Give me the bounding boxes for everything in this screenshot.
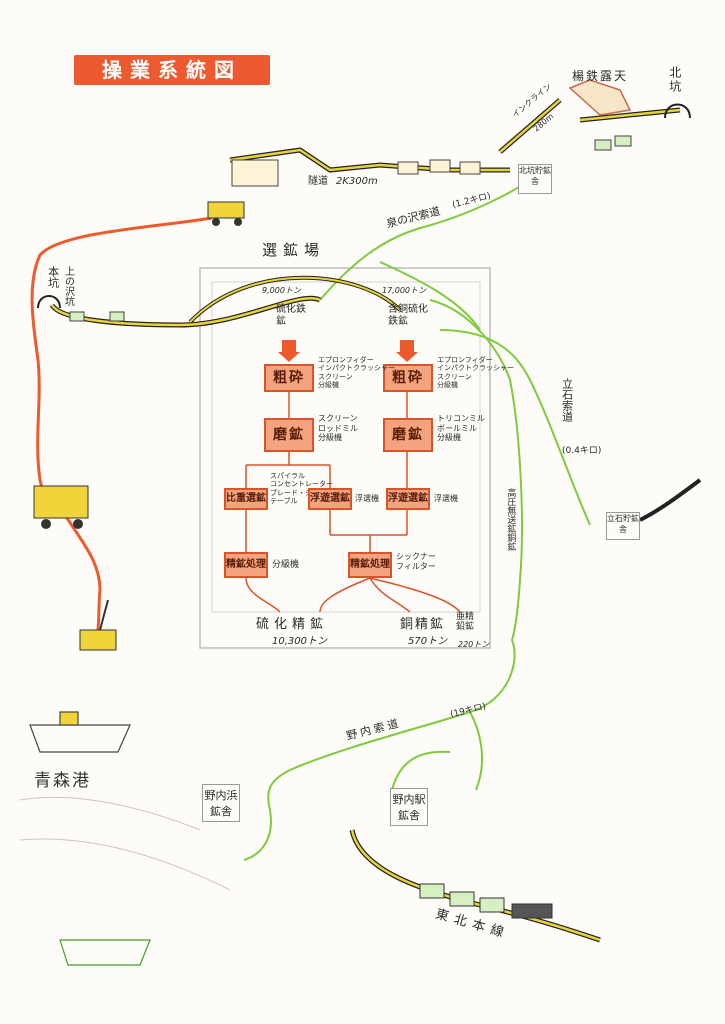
tateishi-storage-label: 立石貯鉱舎 bbox=[606, 512, 640, 540]
excavator bbox=[79, 599, 117, 651]
grind-right-note: トリコンミル ボールミル 分級機 bbox=[437, 414, 485, 443]
conc-right-note: シックナー フィルター bbox=[396, 552, 436, 571]
flotation-mid-note: 浮選機 bbox=[355, 494, 379, 503]
open-pit-shape bbox=[568, 79, 632, 116]
mill-enclosure bbox=[199, 267, 491, 649]
diagram-title: 操業系統図 bbox=[74, 55, 270, 85]
ropeway-to-right-ore bbox=[379, 261, 481, 331]
tateishi-ropeway-length: (0.4キロ) bbox=[562, 446, 602, 456]
right-ore-tons: 17,000トン bbox=[382, 286, 426, 295]
mill-label: 選鉱場 bbox=[262, 241, 326, 259]
nonai-station-label: 野内駅鉱舎 bbox=[390, 788, 428, 826]
nonai-station-branch bbox=[391, 711, 483, 791]
main-pit-shape bbox=[37, 295, 61, 309]
copper-product-tons: 570トン bbox=[408, 636, 448, 647]
left-ore-label: 硫化鉄鉱 bbox=[276, 304, 306, 327]
mill-flow-lines bbox=[245, 392, 461, 613]
zinc-product-label: 亜精鉛鉱 bbox=[456, 612, 475, 633]
aomori-port-label: 青森港 bbox=[34, 771, 91, 791]
tunnel-length: 2K300m bbox=[336, 176, 378, 187]
north-pit-label: 北坑 bbox=[667, 66, 682, 94]
high-pressure-line bbox=[429, 299, 523, 641]
conc-left-note: 分級機 bbox=[272, 560, 300, 570]
kita-storage-label: 北坑貯鉱舎 bbox=[518, 164, 552, 194]
nonai-beach-label: 野内浜鉱舎 bbox=[202, 784, 240, 822]
mine-buildings bbox=[69, 135, 632, 322]
crush-right-note: エプロンフィダー インパクトクラッシャー スクリーン 分級機 bbox=[437, 356, 514, 390]
sulfide-product-tons: 10,300トン bbox=[272, 636, 327, 647]
zinc-product-tons: 220トン bbox=[458, 640, 490, 649]
conc-right-box: 精鉱処理 bbox=[348, 552, 392, 578]
sulfide-product-label: 硫化精鉱 bbox=[256, 617, 329, 632]
truck-road bbox=[30, 216, 213, 641]
left-ore-tons: 9,000トン bbox=[262, 286, 301, 295]
tateishi-rail bbox=[639, 478, 702, 522]
nonai-ropeway-line bbox=[243, 639, 516, 861]
coastline bbox=[19, 796, 231, 891]
tateishi-ropeway-label: 立石索道 bbox=[560, 378, 574, 422]
train bbox=[419, 883, 553, 919]
flotation-mid-box: 浮遊選鉱 bbox=[308, 488, 352, 510]
high-pressure-label: 高圧無送鉱銅鉱 bbox=[505, 488, 516, 551]
grind-right-box: 磨鉱 bbox=[383, 418, 433, 452]
ship-bottom bbox=[59, 939, 151, 966]
tunnel-label: 隧道 bbox=[308, 176, 328, 187]
ship-port bbox=[29, 711, 131, 753]
gravity-box: 比重選鉱 bbox=[224, 488, 268, 510]
north-pit-shape bbox=[664, 103, 691, 119]
right-ore-label: 含銅硫化鉄鉱 bbox=[388, 304, 428, 327]
crush-right-box: 粗砕 bbox=[383, 364, 433, 392]
truck-left bbox=[33, 485, 89, 529]
grind-left-note: スクリーン ロッドミル 分級機 bbox=[318, 414, 358, 443]
crush-left-note: エプロンフィダー インパクトクラッシャー スクリーン 分級機 bbox=[318, 356, 395, 390]
flotation-right-note: 浮選機 bbox=[434, 494, 458, 503]
kamisawa-pit-label: 上の沢坑 bbox=[62, 266, 74, 306]
open-pit-label: 楊鉄露天 bbox=[572, 69, 629, 83]
copper-product-label: 銅精鉱 bbox=[400, 617, 446, 632]
main-pit-label: 本坑 bbox=[46, 266, 60, 288]
ore-feed-arrows bbox=[278, 340, 418, 362]
grind-left-box: 磨鉱 bbox=[264, 418, 314, 452]
truck-top bbox=[207, 201, 245, 226]
conc-left-box: 精鉱処理 bbox=[224, 552, 268, 578]
gravity-note: スパイラル コンセントレーター ブレード・ジッグ テーブル bbox=[270, 472, 333, 506]
flotation-right-box: 浮遊選鉱 bbox=[386, 488, 430, 510]
crush-left-box: 粗砕 bbox=[264, 364, 314, 392]
arc-to-right-ore-inner bbox=[189, 276, 401, 323]
